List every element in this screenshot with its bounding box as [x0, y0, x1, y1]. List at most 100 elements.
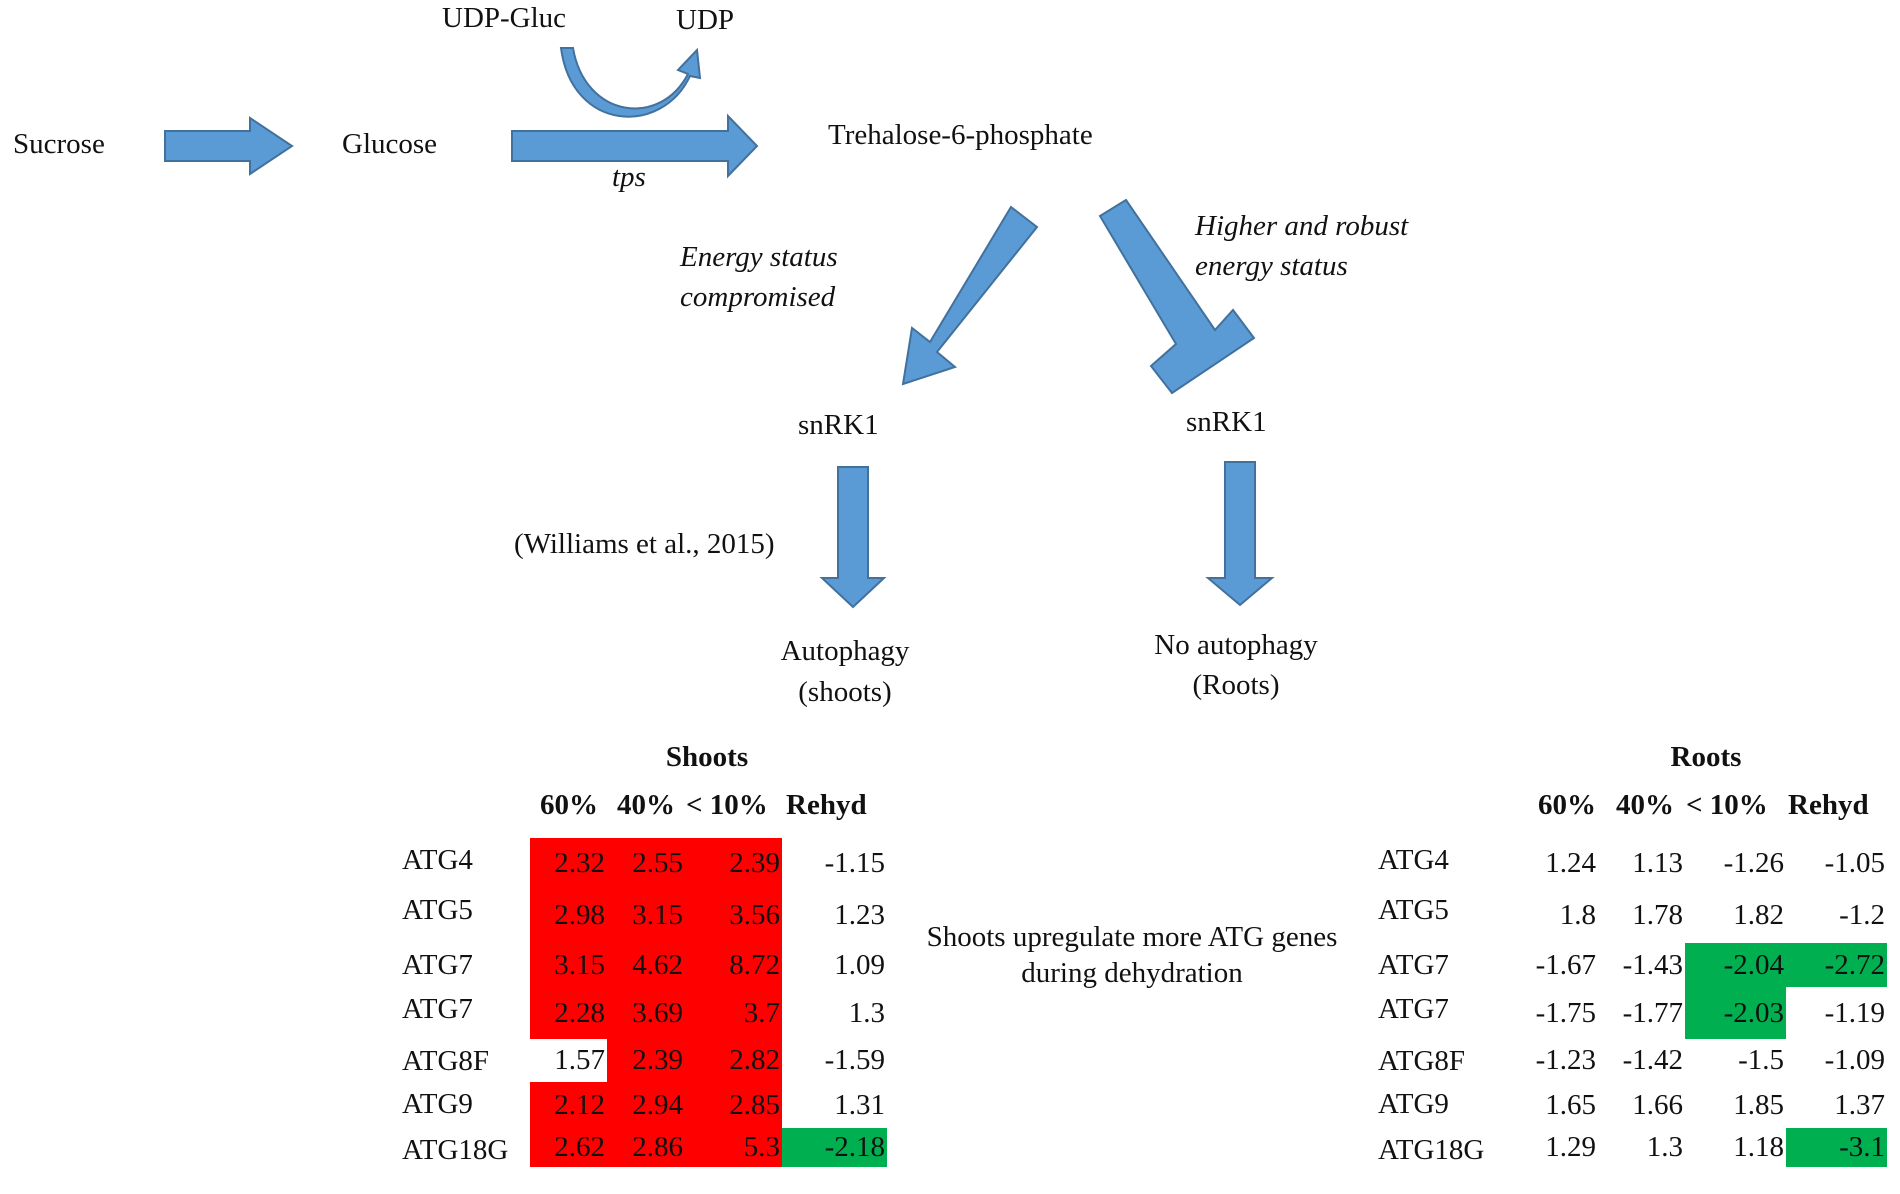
shoots-table-cell: 8.72: [685, 943, 782, 987]
roots-gene-label: ATG7: [1378, 993, 1449, 1025]
snrk1-to-autophagy-arrow: [819, 466, 887, 609]
roots-column-header: Rehyd: [1788, 789, 1869, 821]
roots-table-cell: 1.18: [1733, 1131, 1784, 1163]
roots-table-cell: -2.04: [1685, 943, 1786, 987]
autophagy-shoots-label: (shoots): [798, 676, 892, 708]
roots-table-cell: 1.37: [1834, 1089, 1885, 1121]
center-note: Shoots upregulate more ATG genes during …: [926, 921, 1338, 989]
roots-table-cell: -1.09: [1824, 1044, 1885, 1076]
shoots-table-cell: 2.86: [607, 1128, 685, 1167]
energy-compromised-label: Energy status compromised: [680, 241, 838, 313]
shoots-table-cell: 2.55: [607, 838, 685, 888]
roots-column-header: 40%: [1616, 789, 1674, 821]
roots-column-header: < 10%: [1686, 789, 1768, 821]
shoots-column-header: 40%: [617, 789, 675, 821]
shoots-table-cell: 2.12: [530, 1082, 607, 1128]
shoots-gene-label: ATG5: [402, 894, 473, 926]
shoots-column-header: < 10%: [686, 789, 768, 821]
shoots-table-title: Shoots: [665, 741, 749, 773]
shoots-gene-label: ATG7: [402, 949, 473, 981]
shoots-gene-label: ATG18G: [402, 1134, 509, 1166]
roots-column-header: 60%: [1538, 789, 1596, 821]
energy-robust-label: Higher and robust energy status: [1195, 210, 1409, 282]
roots-table-cell: -2.03: [1685, 987, 1786, 1039]
shoots-table-cell: 3.7: [685, 987, 782, 1039]
shoots-table-cell: 3.69: [607, 987, 685, 1039]
roots-table-cell: -1.43: [1622, 949, 1683, 981]
roots-table-cell: -3.1: [1786, 1128, 1887, 1167]
shoots-table-cell: 4.62: [607, 943, 685, 987]
shoots-table-cell: 2.82: [685, 1039, 782, 1082]
roots-table-cell: -1.77: [1622, 997, 1683, 1029]
roots-gene-label: ATG7: [1378, 949, 1449, 981]
snrk1-right-label: snRK1: [1186, 406, 1267, 438]
shoots-table-cell: 3.56: [685, 888, 782, 943]
udp-curve-arrow: [559, 47, 702, 118]
shoots-table-cell: 5.3: [685, 1128, 782, 1167]
roots-table-cell: -1.75: [1535, 997, 1596, 1029]
shoots-table-cell: 2.39: [685, 838, 782, 888]
roots-table-cell: 1.8: [1559, 899, 1596, 931]
roots-table-cell: 1.85: [1733, 1089, 1784, 1121]
shoots-table-cell: 2.98: [530, 888, 607, 943]
snrk1-left-label: snRK1: [798, 409, 879, 441]
shoots-gene-label: ATG7: [402, 993, 473, 1025]
no-autophagy-label: No autophagy: [1154, 629, 1318, 661]
shoots-column-header: Rehyd: [786, 789, 867, 821]
shoots-table-cell: -2.18: [782, 1128, 887, 1167]
shoots-table-cell: 1.31: [834, 1089, 885, 1121]
roots-gene-label: ATG4: [1378, 844, 1449, 876]
shoots-table-cell: 2.28: [530, 987, 607, 1039]
shoots-table-cell: 2.62: [530, 1128, 607, 1167]
autophagy-label: Autophagy: [780, 635, 910, 667]
roots-table-cell: 1.3: [1646, 1131, 1683, 1163]
sucrose-to-glucose-arrow: [164, 116, 294, 176]
shoots-table-cell: 1.3: [848, 997, 885, 1029]
udp-label: UDP: [676, 4, 735, 36]
tps-enzyme-label: tps: [612, 161, 646, 193]
shoots-table-cell: 2.94: [607, 1082, 685, 1128]
roots-gene-label: ATG8F: [1378, 1045, 1466, 1077]
roots-table-cell: 1.66: [1632, 1089, 1683, 1121]
roots-table-cell: 1.82: [1733, 899, 1784, 931]
shoots-gene-label: ATG8F: [402, 1045, 490, 1077]
roots-table-cell: -1.42: [1622, 1044, 1683, 1076]
shoots-table-cell: 2.85: [685, 1082, 782, 1128]
shoots-table-cell: -1.15: [824, 847, 885, 879]
glucose-to-t6p-arrow: [511, 113, 759, 179]
roots-table-cell: 1.29: [1545, 1131, 1596, 1163]
roots-gene-label: ATG9: [1378, 1088, 1449, 1120]
shoots-table-cell: -1.59: [824, 1044, 885, 1076]
t6p-inhibits-snrk1-right: [1098, 198, 1256, 395]
roots-table-cell: 1.78: [1632, 899, 1683, 931]
roots-table-title: Roots: [1670, 741, 1742, 773]
shoots-table-cell: 1.09: [834, 949, 885, 981]
roots-gene-label: ATG5: [1378, 894, 1449, 926]
t6p-to-snrk1-left-arrow: [901, 205, 1039, 386]
citation-label: (Williams et al., 2015): [514, 528, 775, 560]
shoots-table-cell: 1.23: [834, 899, 885, 931]
roots-table-cell: -1.23: [1535, 1044, 1596, 1076]
roots-table-cell: 1.24: [1545, 847, 1596, 879]
snrk1-to-no-autophagy-arrow: [1205, 461, 1275, 607]
sucrose-label: Sucrose: [13, 128, 105, 160]
no-autophagy-roots-label: (Roots): [1192, 669, 1280, 701]
roots-gene-label: ATG18G: [1378, 1134, 1485, 1166]
shoots-table-cell: 3.15: [530, 943, 607, 987]
roots-table-cell: -1.67: [1535, 949, 1596, 981]
shoots-table-cell: 2.32: [530, 838, 607, 888]
trehalose-6-phosphate-label: Trehalose-6-phosphate: [828, 119, 1093, 151]
roots-table-cell: -1.26: [1723, 847, 1784, 879]
glucose-label: Glucose: [342, 128, 438, 160]
roots-table-cell: -1.19: [1824, 997, 1885, 1029]
roots-table-cell: 1.65: [1545, 1089, 1596, 1121]
roots-table-cell: -1.2: [1839, 899, 1885, 931]
shoots-column-header: 60%: [540, 789, 598, 821]
roots-table-cell: -2.72: [1786, 943, 1887, 987]
shoots-table-cell: 2.39: [607, 1039, 685, 1082]
shoots-gene-label: ATG9: [402, 1088, 473, 1120]
roots-table-cell: 1.13: [1632, 847, 1683, 879]
roots-table-cell: -1.05: [1824, 847, 1885, 879]
shoots-table-cell: 3.15: [607, 888, 685, 943]
